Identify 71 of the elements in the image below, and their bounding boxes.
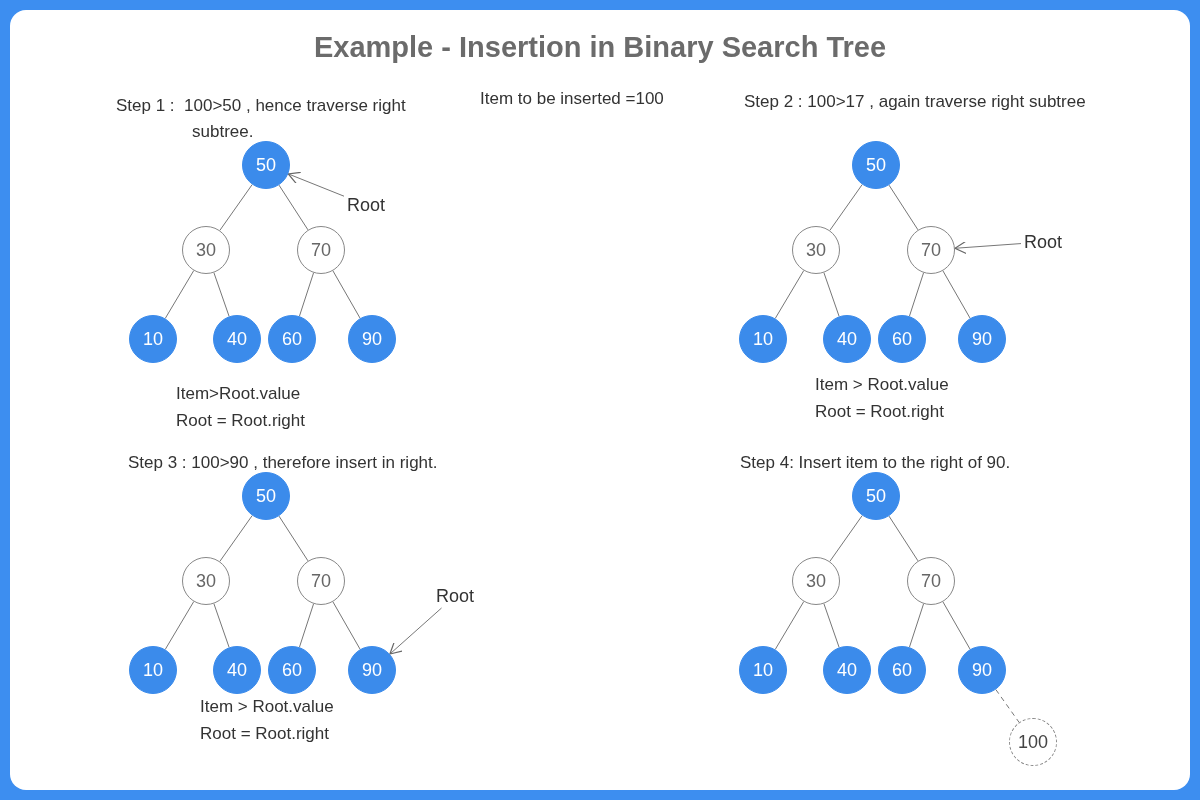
note-text: Step 3 : 100>90 , therefore insert in right. bbox=[128, 452, 438, 474]
note-text: Step 4: Insert item to the right of 90. bbox=[740, 452, 1011, 474]
note-text: Root = Root.right bbox=[815, 401, 944, 423]
tree-node: 50 bbox=[242, 141, 290, 189]
tree-node: 90 bbox=[958, 646, 1006, 694]
tree-edge bbox=[942, 270, 971, 319]
tree-node: 40 bbox=[213, 646, 261, 694]
tree-node: 30 bbox=[182, 557, 230, 605]
tree-node: 50 bbox=[852, 472, 900, 520]
pointer-label: Root bbox=[433, 584, 477, 608]
tree-edge bbox=[829, 184, 863, 231]
tree-edge bbox=[278, 184, 309, 231]
tree-node: 10 bbox=[739, 315, 787, 363]
tree-edge bbox=[942, 601, 971, 650]
tree-edge bbox=[213, 272, 230, 317]
tree-node: 30 bbox=[182, 226, 230, 274]
tree-edge bbox=[332, 270, 361, 319]
tree-node: 70 bbox=[297, 226, 345, 274]
tree-node: 50 bbox=[852, 141, 900, 189]
tree-edge bbox=[995, 689, 1020, 723]
tree-node: 70 bbox=[907, 557, 955, 605]
note-text: Root = Root.right bbox=[176, 410, 305, 432]
tree-node: 100 bbox=[1009, 718, 1057, 766]
step-text: Step 1 : 100>50 , hence traverse right subtree. bbox=[116, 95, 407, 143]
pointer-arrow bbox=[389, 607, 443, 655]
tree-edge bbox=[823, 272, 840, 317]
tree-edge bbox=[888, 184, 919, 231]
tree-edge bbox=[278, 515, 309, 562]
tree-node: 60 bbox=[268, 646, 316, 694]
note-text: Item>Root.value bbox=[176, 383, 301, 405]
tree-edge bbox=[908, 603, 925, 648]
title: Example - Insertion in Binary Search Tree bbox=[313, 30, 887, 65]
tree-node: 40 bbox=[213, 315, 261, 363]
tree-node: 60 bbox=[878, 315, 926, 363]
tree-edge bbox=[213, 603, 230, 648]
tree-node: 50 bbox=[242, 472, 290, 520]
note-text: Item > Root.value bbox=[815, 374, 949, 396]
tree-edge bbox=[219, 184, 253, 231]
tree-node: 40 bbox=[823, 646, 871, 694]
tree-edge bbox=[164, 270, 195, 319]
tree-node: 90 bbox=[348, 646, 396, 694]
tree-node: 10 bbox=[129, 646, 177, 694]
tree-node: 70 bbox=[297, 557, 345, 605]
tree-node: 60 bbox=[878, 646, 926, 694]
tree-edge bbox=[298, 603, 315, 648]
tree-edge bbox=[823, 603, 840, 648]
pointer-arrow bbox=[954, 240, 1022, 255]
pointer-label: Root bbox=[1021, 230, 1065, 254]
note-text: Item to be inserted =100 bbox=[480, 88, 664, 110]
tree-edge bbox=[164, 601, 195, 650]
note-text: Step 2 : 100>17 , again traverse right subtree bbox=[744, 91, 1086, 113]
tree-edge bbox=[774, 601, 805, 650]
pointer-label: Root bbox=[344, 193, 388, 217]
tree-node: 30 bbox=[792, 226, 840, 274]
tree-edge bbox=[908, 272, 925, 317]
tree-node: 90 bbox=[958, 315, 1006, 363]
tree-edge bbox=[332, 601, 361, 650]
note-text: Item > Root.value bbox=[200, 696, 334, 718]
tree-edge bbox=[774, 270, 805, 319]
tree-edge bbox=[829, 515, 863, 562]
tree-node: 40 bbox=[823, 315, 871, 363]
tree-edge bbox=[219, 515, 253, 562]
tree-node: 90 bbox=[348, 315, 396, 363]
tree-node: 70 bbox=[907, 226, 955, 274]
tree-node: 10 bbox=[129, 315, 177, 363]
note-text: Root = Root.right bbox=[200, 723, 329, 745]
tree-node: 10 bbox=[739, 646, 787, 694]
tree-node: 30 bbox=[792, 557, 840, 605]
tree-edge bbox=[888, 515, 919, 562]
tree-node: 60 bbox=[268, 315, 316, 363]
tree-edge bbox=[298, 272, 315, 317]
